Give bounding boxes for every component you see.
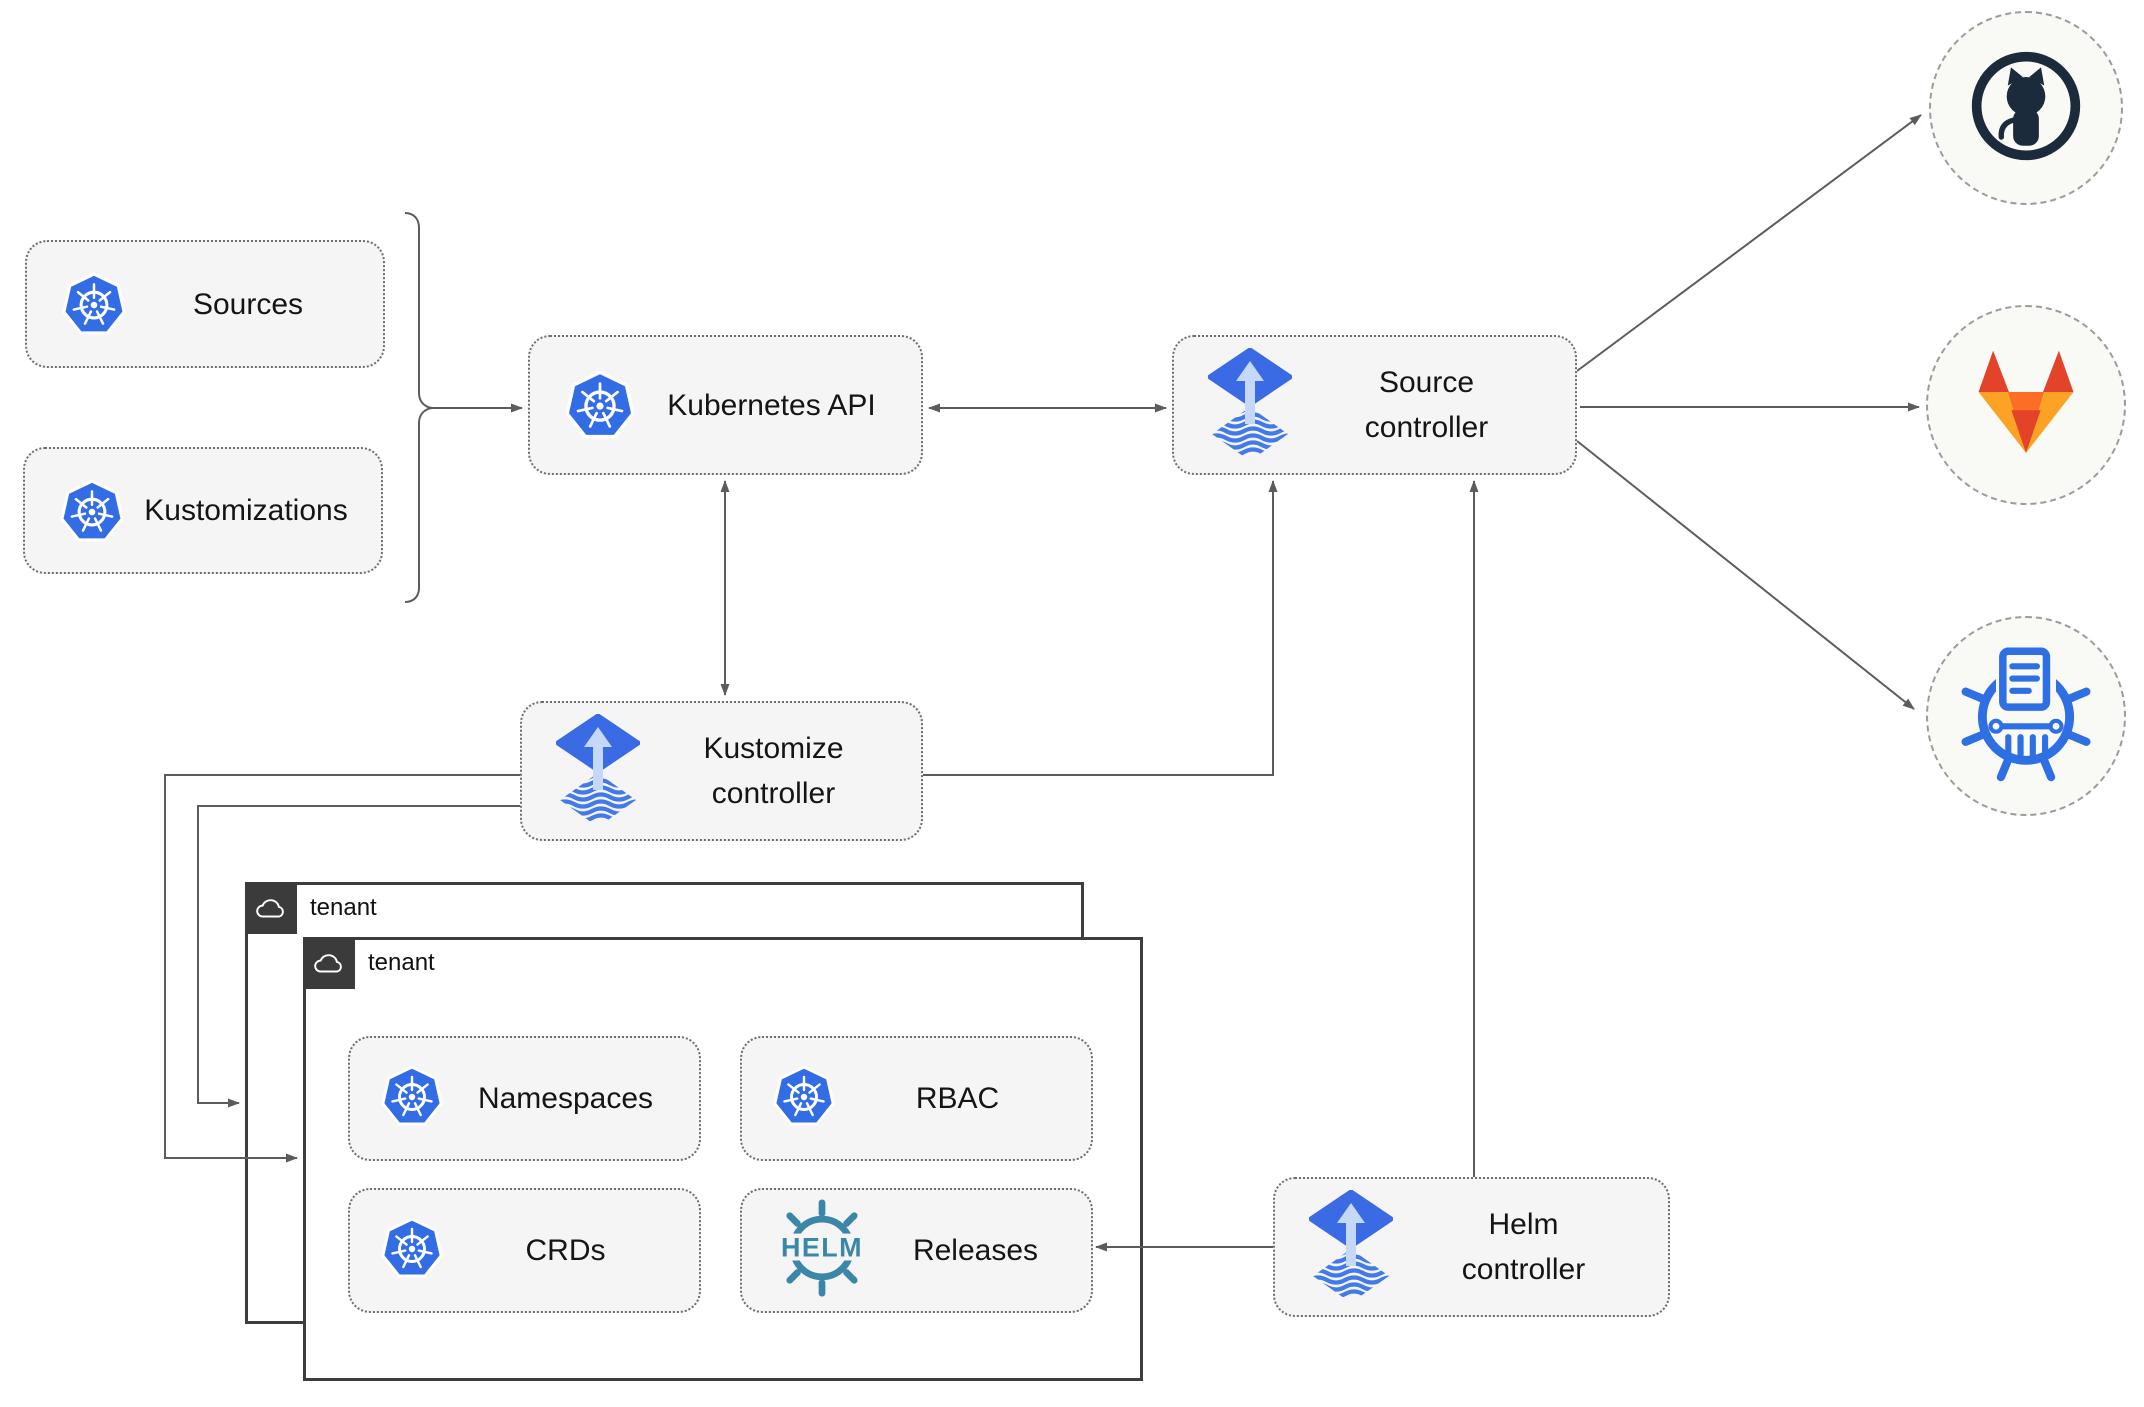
helm-controller-line2: controller [1461, 1253, 1586, 1286]
kubernetes-icon [380, 1216, 444, 1285]
tenant-back-label: tenant [310, 894, 377, 921]
helm-controller-line1: Helm [1488, 1208, 1559, 1241]
crds-label: CRDs [525, 1233, 606, 1267]
github-repository-circle [1929, 11, 2123, 205]
node-sources: Sources [25, 240, 385, 368]
releases-label: Releases [912, 1233, 1039, 1267]
group-brace [404, 212, 433, 603]
kubernetes-icon [61, 271, 127, 337]
kubernetes-api-label: Kubernetes API [667, 388, 876, 422]
chart-repository-circle [1926, 616, 2126, 816]
tenant-group-front: tenant Namespaces [303, 937, 1143, 1381]
node-namespaces: Namespaces [348, 1036, 701, 1161]
kubernetes-icon [564, 369, 636, 441]
node-kubernetes-api: Kubernetes API [528, 335, 923, 475]
kustomize-controller-line2: controller [711, 777, 836, 810]
source-controller-label: Source controller [1292, 360, 1575, 450]
node-releases: HELM Releases [740, 1188, 1093, 1313]
flux-icon [1309, 1190, 1393, 1304]
source-controller-line1: Source [1378, 366, 1475, 399]
kustomizations-label: Kustomizations [144, 494, 348, 527]
kubernetes-icon [380, 1064, 444, 1133]
node-kustomize-controller: Kustomize controller [520, 701, 923, 841]
node-helm-controller: Helm controller [1273, 1177, 1670, 1317]
node-rbac: RBAC [740, 1036, 1093, 1161]
edge-kustomize-source [923, 480, 1278, 776]
namespaces-label: Namespaces [477, 1081, 654, 1115]
edge-source-chartrepo [1576, 440, 1915, 710]
chart-repository-icon [1951, 639, 2101, 794]
sources-label: Sources [192, 287, 304, 321]
github-icon [1967, 47, 2085, 170]
node-kustomizations: Kustomizations [23, 447, 383, 574]
node-source-controller: Source controller [1172, 335, 1577, 475]
cloud-icon [245, 882, 297, 934]
kubernetes-icon [59, 478, 125, 544]
source-controller-line2: controller [1364, 411, 1489, 444]
rbac-label: RBAC [915, 1081, 1000, 1115]
kustomize-controller-label: Kustomize controller [640, 726, 921, 816]
cloud-icon [303, 937, 355, 989]
flux-icon [556, 714, 640, 828]
flux-icon [1208, 348, 1292, 462]
helm-wordmark: HELM [781, 1233, 863, 1263]
tenant-front-label: tenant [368, 949, 435, 976]
helm-icon: HELM [772, 1198, 872, 1303]
kubernetes-icon [772, 1064, 836, 1133]
kustomize-controller-line1: Kustomize [703, 732, 844, 765]
helm-controller-label: Helm controller [1393, 1202, 1668, 1292]
gitlab-repository-circle [1926, 305, 2126, 505]
node-crds: CRDs [348, 1188, 701, 1313]
gitlab-icon [1965, 347, 2087, 464]
edge-source-github [1576, 114, 1922, 372]
